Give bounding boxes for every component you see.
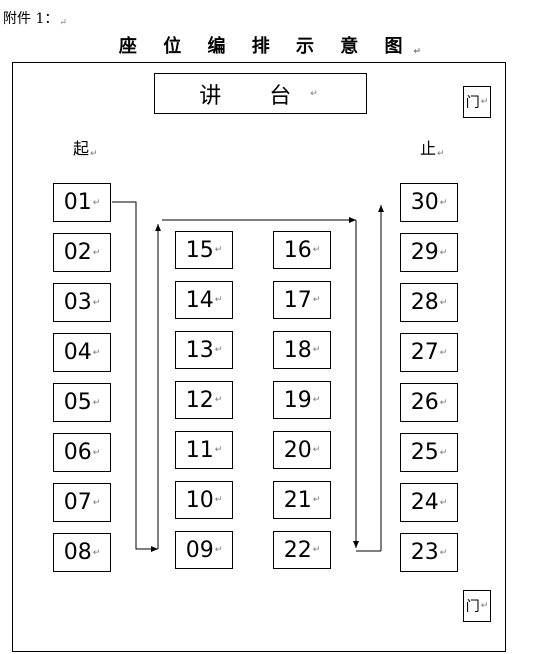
seat-16: 16↵	[273, 231, 331, 269]
seat-number: 17	[283, 287, 312, 313]
seat-number: 22	[283, 537, 312, 563]
seat-number: 28	[410, 290, 439, 315]
seat-number: 12	[185, 387, 214, 413]
classroom-frame	[12, 62, 506, 652]
seat-number: 03	[63, 290, 92, 315]
seat-number: 09	[185, 537, 214, 563]
seat-number: 27	[410, 340, 439, 365]
seat-29: 29↵	[400, 233, 458, 272]
seat-30: 30↵	[400, 183, 458, 222]
seat-number: 01	[63, 190, 92, 215]
seat-number: 30	[410, 190, 439, 215]
seat-25: 25↵	[400, 433, 458, 472]
door-top: 门↵	[463, 86, 491, 118]
seat-number: 29	[410, 240, 439, 265]
seat-19: 19↵	[273, 381, 331, 419]
seat-number: 10	[185, 487, 214, 513]
seat-number: 04	[63, 340, 92, 365]
seat-number: 25	[410, 440, 439, 465]
seat-23: 23↵	[400, 533, 458, 572]
seat-11: 11↵	[175, 431, 233, 469]
seat-number: 24	[410, 490, 439, 515]
seat-15: 15↵	[175, 231, 233, 269]
seat-number: 07	[63, 490, 92, 515]
seat-24: 24↵	[400, 483, 458, 522]
seat-number: 05	[63, 390, 92, 415]
seat-18: 18↵	[273, 331, 331, 369]
seat-20: 20↵	[273, 431, 331, 469]
seat-02: 02↵	[53, 233, 111, 272]
seat-13: 13↵	[175, 331, 233, 369]
seat-10: 10↵	[175, 481, 233, 519]
seat-number: 06	[63, 440, 92, 465]
seat-number: 08	[63, 540, 92, 565]
seat-01: 01↵	[53, 183, 111, 222]
seat-number: 18	[283, 337, 312, 363]
podium-char-2: 台	[269, 83, 296, 109]
seat-number: 02	[63, 240, 92, 265]
diagram-title: 座 位 编 排 示 意 图↵	[118, 36, 432, 57]
seat-number: 14	[185, 287, 214, 313]
seat-07: 07↵	[53, 483, 111, 522]
seat-number: 26	[410, 390, 439, 415]
seat-28: 28↵	[400, 283, 458, 322]
seat-12: 12↵	[175, 381, 233, 419]
podium: 讲 台↵	[154, 73, 367, 114]
end-label: 止↵	[420, 139, 445, 159]
seat-03: 03↵	[53, 283, 111, 322]
seat-number: 11	[185, 437, 214, 463]
seat-number: 16	[283, 237, 312, 263]
seat-22: 22↵	[273, 531, 331, 569]
seat-14: 14↵	[175, 281, 233, 319]
podium-char-1: 讲	[199, 83, 226, 109]
seat-number: 13	[185, 337, 214, 363]
seat-number: 20	[283, 437, 312, 463]
seat-27: 27↵	[400, 333, 458, 372]
arrow-col1-to-col2	[112, 201, 158, 552]
seat-number: 23	[410, 540, 439, 565]
seat-09: 09↵	[175, 531, 233, 569]
seat-number: 19	[283, 387, 312, 413]
seat-number: 15	[185, 237, 214, 263]
attachment-label: 附件 1：↵	[3, 11, 67, 28]
seat-04: 04↵	[53, 333, 111, 372]
seat-08: 08↵	[53, 533, 111, 572]
seat-21: 21↵	[273, 481, 331, 519]
seat-number: 21	[283, 487, 312, 513]
start-label: 起↵	[73, 139, 98, 159]
seat-06: 06↵	[53, 433, 111, 472]
door-bottom: 门↵	[463, 590, 491, 622]
seat-26: 26↵	[400, 383, 458, 422]
seat-17: 17↵	[273, 281, 331, 319]
seat-05: 05↵	[53, 383, 111, 422]
